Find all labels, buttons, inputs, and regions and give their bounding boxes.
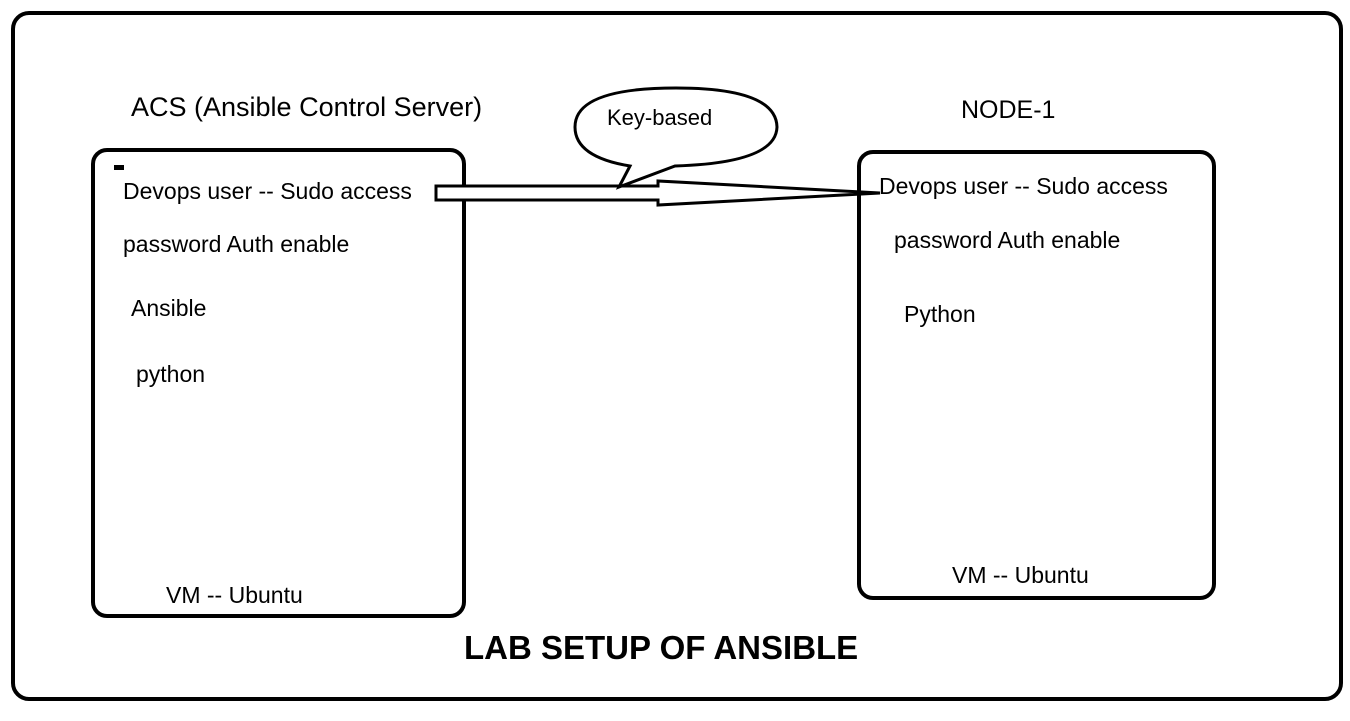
node-item: Devops user -- Sudo access [879,173,1168,199]
connection-label: Key-based [607,105,713,130]
acs-title: ACS (Ansible Control Server) [131,92,483,122]
acs-footer: VM -- Ubuntu [166,582,303,608]
connection-arrow [434,179,881,207]
diagram-caption: LAB SETUP OF ANSIBLE [464,629,859,666]
acs-mark [114,165,124,170]
acs-item: python [136,361,206,387]
node-title: NODE-1 [961,96,1056,124]
node-box [857,150,1216,600]
node-footer: VM -- Ubuntu [952,562,1089,588]
acs-item: password Auth enable [123,231,350,257]
node-item: Python [904,301,976,327]
outer-frame [11,11,1343,701]
acs-box [91,148,466,618]
node-item: password Auth enable [894,227,1121,253]
acs-item: Devops user -- Sudo access [123,178,412,204]
acs-item: Ansible [131,295,207,321]
speech-bubble [573,86,779,190]
